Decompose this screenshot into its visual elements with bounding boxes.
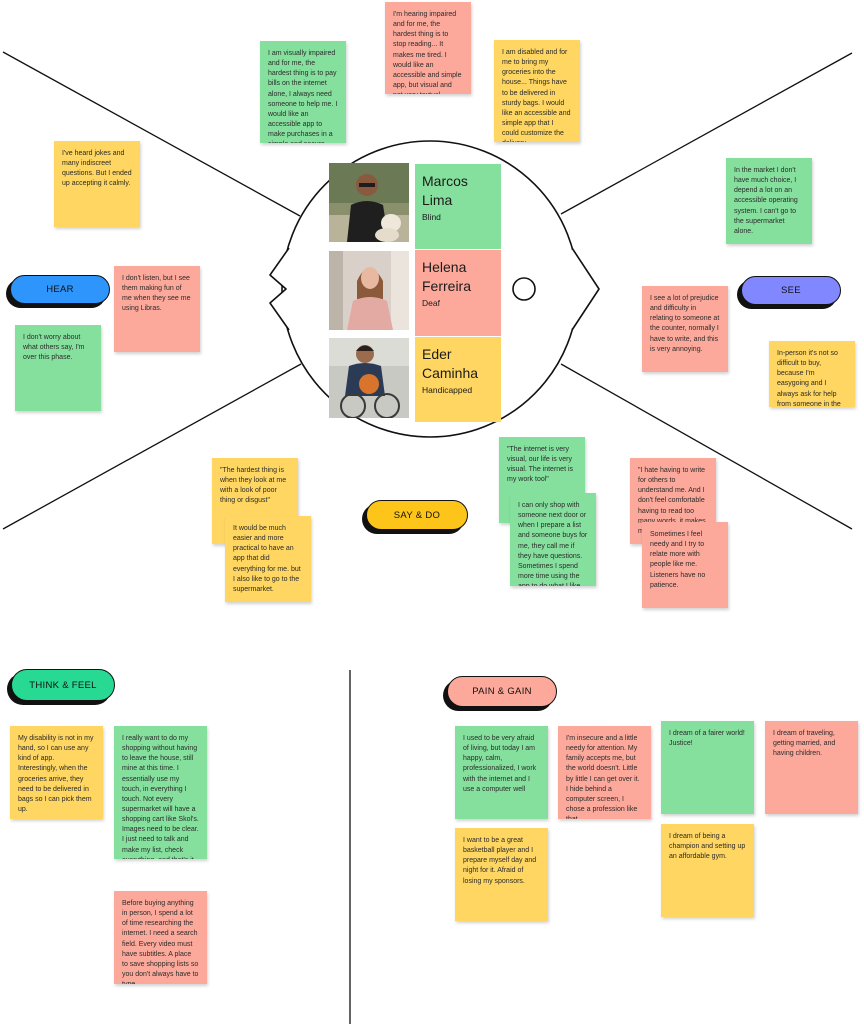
hear-label: HEAR: [10, 275, 110, 304]
sticky-note[interactable]: Sometimes I feel needy and I try to rela…: [642, 522, 728, 608]
persona-photo-marcos: [329, 163, 409, 242]
right-ear: [571, 247, 600, 331]
pain-gain-label: PAIN & GAIN: [447, 676, 557, 707]
persona-role: Deaf: [422, 297, 440, 308]
sticky-note[interactable]: I used to be very afraid of living, but …: [455, 726, 548, 819]
sticky-note[interactable]: I am disabled and for me to bring my gro…: [494, 40, 580, 142]
sticky-note[interactable]: I want to be a great basketball player a…: [455, 828, 548, 921]
sticky-note[interactable]: I dream of being a champion and setting …: [661, 824, 754, 917]
sticky-note[interactable]: I'm hearing impaired and for me, the har…: [385, 2, 471, 94]
persona-card-marcos: Marcos Lima Blind: [415, 164, 501, 249]
sticky-note[interactable]: I can only shop with someone next door o…: [510, 493, 596, 586]
persona-photo-eder: [329, 338, 409, 418]
persona-card-helena: Helena Ferreira Deaf: [415, 250, 501, 336]
sticky-note[interactable]: In the market I don't have much choice, …: [726, 158, 812, 244]
sticky-note[interactable]: Before buying anything in person, I spen…: [114, 891, 207, 984]
sticky-note[interactable]: I am visually impaired and for me, the h…: [260, 41, 346, 143]
diagonal-bottom-left: [2, 363, 302, 530]
persona-role: Handicapped: [422, 384, 473, 395]
diagonal-bottom-right: [560, 363, 853, 530]
persona-photo-helena: [329, 251, 409, 330]
diagonal-top-left: [2, 51, 301, 217]
persona-name: Marcos Lima: [422, 173, 468, 208]
sticky-note[interactable]: I don't listen, but I see them making fu…: [114, 266, 200, 352]
persona-role: Blind: [422, 211, 441, 222]
think-feel-label: THINK & FEEL: [11, 669, 115, 701]
sticky-note[interactable]: I've heard jokes and many indiscreet que…: [54, 141, 140, 227]
sticky-note[interactable]: I don't worry about what others say, I'm…: [15, 325, 101, 411]
sticky-note[interactable]: In-person it's not so difficult to buy, …: [769, 341, 855, 407]
sticky-note[interactable]: I really want to do my shopping without …: [114, 726, 207, 859]
sticky-note[interactable]: I see a lot of prejudice and difficulty …: [642, 286, 728, 372]
sticky-note[interactable]: I dream of a fairer world! Justice!: [661, 721, 754, 814]
left-ear: [269, 247, 290, 331]
persona-name: Eder Caminha: [422, 346, 479, 381]
eye-circle: [512, 277, 536, 301]
diagonal-top-right: [560, 52, 853, 215]
persona-name: Helena Ferreira: [422, 259, 472, 294]
sticky-note[interactable]: My disability is not in my hand, so I ca…: [10, 726, 103, 819]
sticky-note[interactable]: I dream of traveling, getting married, a…: [765, 721, 858, 814]
say-do-label: SAY & DO: [366, 500, 468, 530]
persona-card-eder: Eder Caminha Handicapped: [415, 337, 501, 422]
see-label: SEE: [741, 276, 841, 305]
sticky-note[interactable]: I'm insecure and a little needy for atte…: [558, 726, 651, 819]
sticky-note[interactable]: It would be much easier and more practic…: [225, 516, 311, 602]
